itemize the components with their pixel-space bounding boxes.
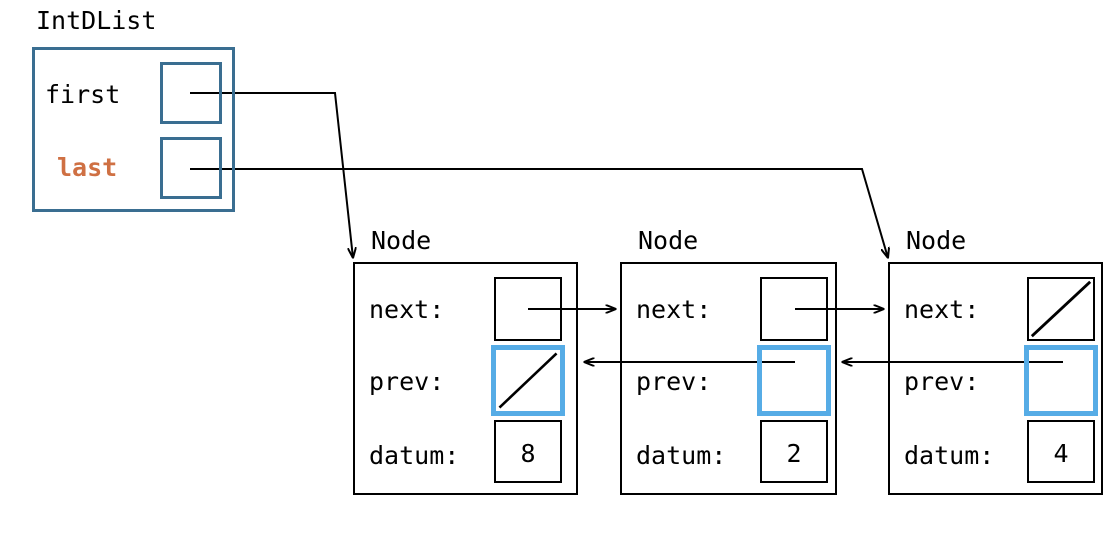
node-3-datum-value: 4 xyxy=(1053,439,1069,468)
node-3-next-label: next: xyxy=(904,295,980,324)
node-2-box xyxy=(620,262,837,495)
intdlist-field-label-first: first xyxy=(45,80,121,109)
node-1-prev-label: prev: xyxy=(369,367,445,396)
intdlist-field-slot-last[interactable] xyxy=(160,137,222,199)
node-2-datum-slot[interactable]: 2 xyxy=(760,420,828,483)
node-3-box xyxy=(888,262,1103,495)
node-1-datum-slot[interactable]: 8 xyxy=(494,420,562,483)
node-3-title: Node xyxy=(906,226,967,255)
node-2-prev-label: prev: xyxy=(636,367,712,396)
node-2-title: Node xyxy=(638,226,699,255)
page-title: IntDList xyxy=(36,6,157,35)
node-3-prev-slot[interactable] xyxy=(1024,345,1098,416)
node-2-next-label: next: xyxy=(636,295,712,324)
null-slash-icon xyxy=(498,352,558,409)
node-1-next-label: next: xyxy=(369,295,445,324)
node-1-prev-slot[interactable] xyxy=(491,345,565,416)
null-slash-icon xyxy=(1030,280,1092,338)
node-1-next-slot[interactable] xyxy=(494,277,562,341)
intdlist-field-label-last: last xyxy=(57,153,118,182)
intdlist-field-slot-first[interactable] xyxy=(160,62,222,124)
node-2-prev-slot[interactable] xyxy=(757,345,831,416)
node-1-title: Node xyxy=(371,226,432,255)
node-3-prev-label: prev: xyxy=(904,367,980,396)
node-3-next-slot[interactable] xyxy=(1027,277,1095,341)
node-3-datum-slot[interactable]: 4 xyxy=(1027,420,1095,483)
node-1-datum-label: datum: xyxy=(369,441,460,470)
node-1-box xyxy=(353,262,578,495)
intdlist-object-box xyxy=(32,47,235,212)
node-1-datum-value: 8 xyxy=(520,439,536,468)
pointer-last-to-node3 xyxy=(190,168,888,258)
node-2-datum-value: 2 xyxy=(786,439,802,468)
node-3-datum-label: datum: xyxy=(904,441,995,470)
node-2-datum-label: datum: xyxy=(636,441,727,470)
node-2-next-slot[interactable] xyxy=(760,277,828,341)
